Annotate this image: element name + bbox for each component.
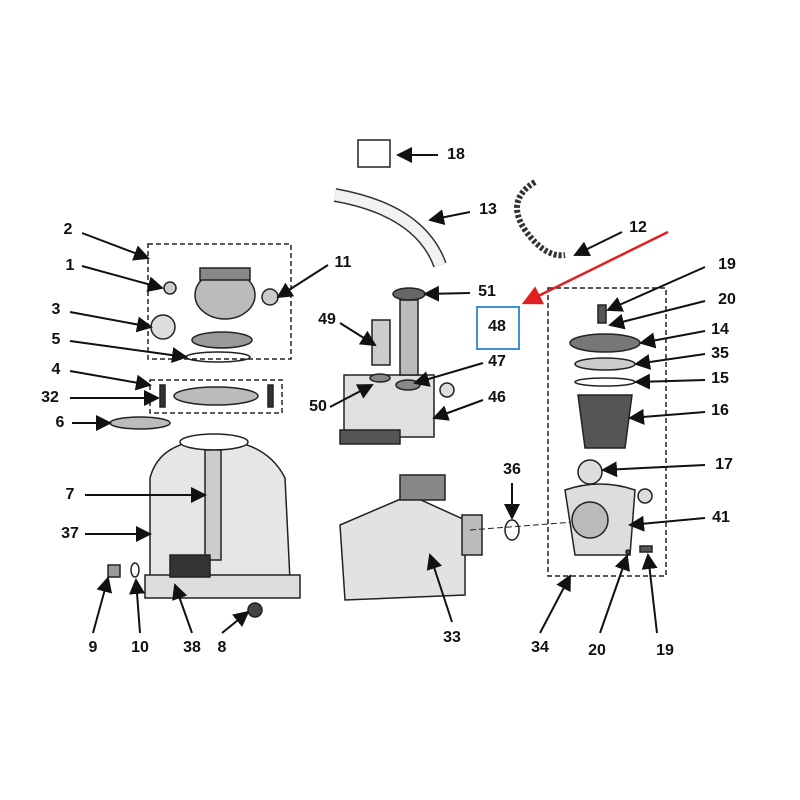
label-14: 14 <box>711 321 729 338</box>
red-pointer-arrow <box>521 230 669 305</box>
part-16 <box>577 394 633 449</box>
label-34: 34 <box>531 639 549 656</box>
label-33: 33 <box>443 629 461 646</box>
label-8: 8 <box>217 639 227 656</box>
label-17: 17 <box>715 456 733 473</box>
part-33 <box>339 494 466 601</box>
highlight-box-48 <box>476 306 520 350</box>
valve-group-box <box>147 243 292 360</box>
label-50: 50 <box>309 398 327 415</box>
label-3: 3 <box>51 301 61 318</box>
label-1: 1 <box>65 257 75 274</box>
leader-arrows <box>69 147 706 634</box>
label-35: 35 <box>711 345 729 362</box>
label-12: 12 <box>629 219 647 236</box>
label-36: 36 <box>503 461 521 478</box>
label-38: 38 <box>183 639 201 656</box>
label-46: 46 <box>488 389 506 406</box>
label-20-top: 20 <box>718 291 736 308</box>
label-41: 41 <box>712 509 730 526</box>
label-37: 37 <box>61 525 79 542</box>
label-48: 48 <box>488 318 506 335</box>
label-15: 15 <box>711 370 729 387</box>
label-47: 47 <box>488 353 506 370</box>
label-13: 13 <box>479 201 497 218</box>
label-19-top: 19 <box>718 256 736 273</box>
part-12 <box>514 179 566 259</box>
label-16: 16 <box>711 402 729 419</box>
label-4: 4 <box>51 361 61 378</box>
label-6: 6 <box>55 414 65 431</box>
label-10: 10 <box>131 639 149 656</box>
label-20-bottom: 20 <box>588 642 606 659</box>
label-7: 7 <box>65 486 75 503</box>
label-2: 2 <box>63 221 73 238</box>
label-9: 9 <box>88 639 98 656</box>
pump-group-box <box>547 287 667 577</box>
label-19-bottom: 19 <box>656 642 674 659</box>
label-49: 49 <box>318 311 336 328</box>
part-18 <box>357 139 391 168</box>
label-51: 51 <box>478 283 496 300</box>
label-18: 18 <box>447 146 465 163</box>
label-32: 32 <box>41 389 59 406</box>
label-5: 5 <box>51 331 61 348</box>
label-11: 11 <box>334 254 352 271</box>
